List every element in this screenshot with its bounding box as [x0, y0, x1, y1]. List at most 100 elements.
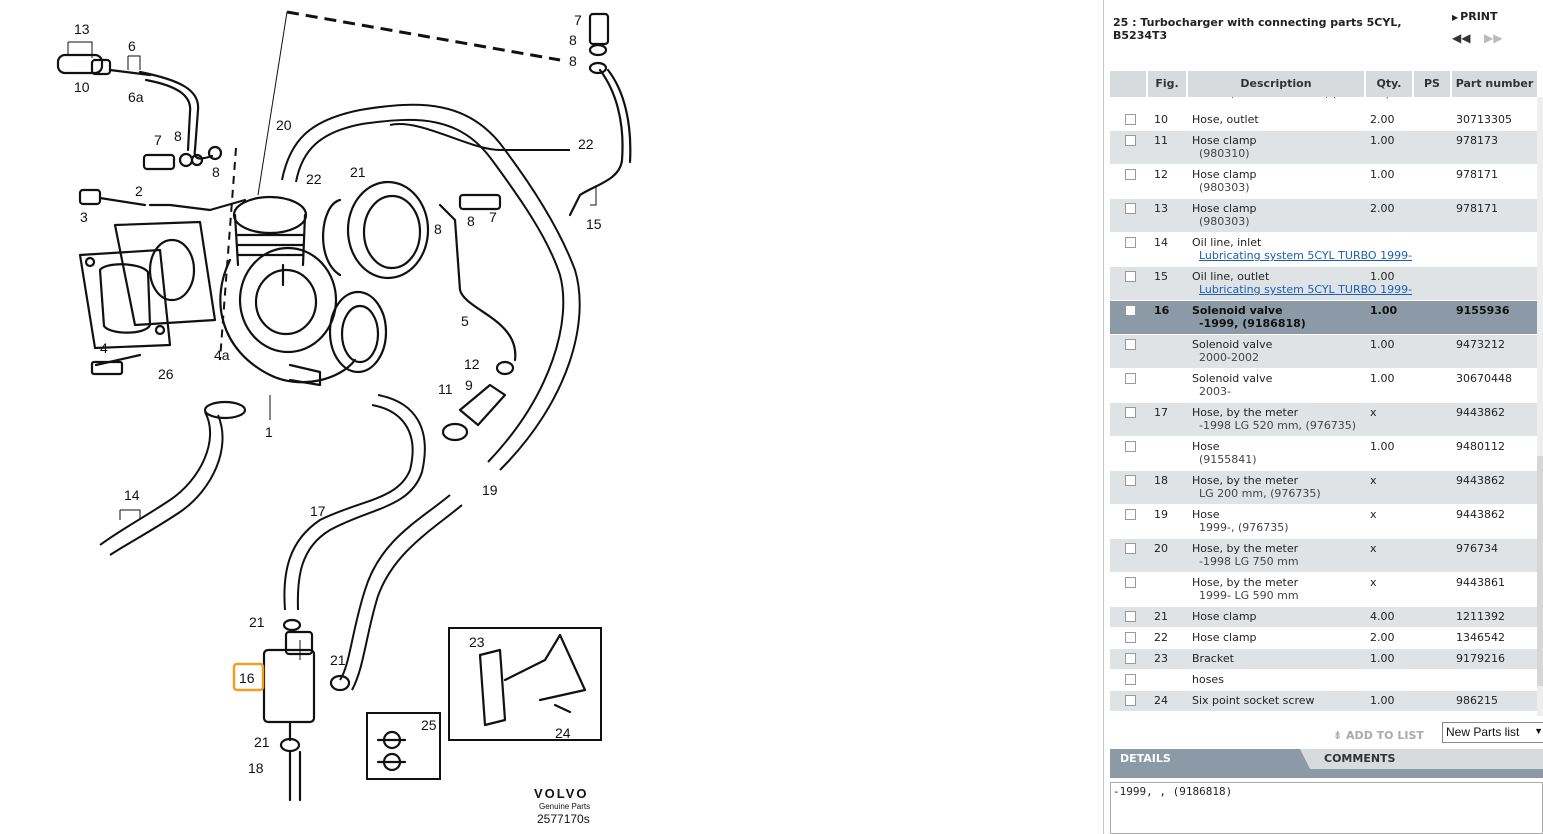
double-left-arrow-icon[interactable]: ◀◀	[1452, 31, 1471, 45]
print-label: PRINT	[1460, 10, 1498, 23]
tab-comments[interactable]: COMMENTS	[1324, 752, 1396, 765]
table-scrollbar[interactable]	[1537, 97, 1543, 716]
row-qty: 2.00	[1370, 113, 1395, 126]
row-part-number: 9443862	[1456, 474, 1505, 487]
parts-table-header: Fig. Description Qty. PS Part number	[1110, 71, 1537, 97]
col-part-number[interactable]: Part number	[1452, 71, 1537, 97]
row-fig: 17	[1154, 406, 1168, 419]
print-button[interactable]: ▶PRINT	[1452, 10, 1498, 23]
tab-details[interactable]: DETAILS	[1110, 749, 1310, 769]
parts-diagram[interactable]: 13 6 10 6a 7 8 8 7 8 8 2 3 20 22 21 22 1…	[0, 0, 1104, 834]
row-qty: x	[1370, 474, 1377, 487]
row-checkbox[interactable]	[1125, 632, 1136, 643]
row-checkbox[interactable]	[1125, 203, 1136, 214]
row-checkbox[interactable]	[1125, 373, 1136, 384]
row-checkbox[interactable]	[1125, 577, 1136, 588]
callout-2: 2	[135, 183, 143, 199]
row-description: Hose, by the meter	[1192, 406, 1299, 419]
row-checkbox[interactable]	[1125, 653, 1136, 664]
row-qty: 1.00	[1370, 372, 1395, 385]
callout-21b: 21	[249, 614, 265, 630]
row-qty: 1.00	[1370, 304, 1398, 317]
col-qty[interactable]: Qty.	[1366, 71, 1414, 97]
col-ps[interactable]: PS	[1414, 71, 1452, 97]
row-qty: x	[1370, 542, 1377, 555]
row-part-number: 30670448	[1456, 372, 1512, 385]
table-row[interactable]: 1999-, ENG - 2548565., (9186145)	[1110, 97, 1537, 110]
row-subtext: (980303)	[1199, 181, 1250, 194]
table-row[interactable]: 25Retainer1.00979912	[1110, 712, 1537, 716]
row-qty: 1.00	[1370, 440, 1395, 453]
row-checkbox[interactable]	[1125, 237, 1136, 248]
col-select	[1110, 71, 1148, 97]
row-fig: 10	[1154, 113, 1168, 126]
callout-22: 22	[306, 171, 322, 187]
col-description[interactable]: Description	[1188, 71, 1366, 97]
row-part-number: 9443862	[1456, 406, 1505, 419]
row-link[interactable]: Lubricating system 5CYL TURBO 1999-	[1199, 283, 1413, 296]
callout-8: 8	[174, 128, 182, 144]
row-checkbox[interactable]	[1125, 441, 1136, 452]
table-row[interactable]: hoses	[1110, 670, 1537, 691]
row-checkbox[interactable]	[1125, 169, 1136, 180]
row-checkbox[interactable]	[1125, 407, 1136, 418]
row-checkbox[interactable]	[1125, 114, 1136, 125]
callout-26: 26	[158, 366, 174, 382]
callout-19: 19	[482, 482, 498, 498]
col-fig[interactable]: Fig.	[1148, 71, 1188, 97]
callout-21: 21	[350, 164, 366, 180]
double-right-arrow-icon[interactable]: ▶▶	[1484, 31, 1503, 45]
detail-tabs: DETAILS COMMENTS	[1110, 749, 1543, 769]
row-checkbox[interactable]	[1125, 339, 1136, 350]
callout-8d: 8	[569, 53, 577, 69]
row-part-number: 9480112	[1456, 440, 1505, 453]
table-scrollbar-thumb[interactable]	[1537, 456, 1543, 686]
parts-list-select[interactable]: New Parts list▼	[1442, 722, 1543, 743]
add-to-list-button[interactable]: ⇟ ADD TO LIST	[1333, 729, 1424, 742]
row-subtext: -1998 LG 750 mm	[1199, 555, 1299, 568]
row-checkbox[interactable]	[1125, 543, 1136, 554]
row-subtext: -1999, (9186818)	[1199, 317, 1306, 330]
row-checkbox[interactable]	[1125, 135, 1136, 146]
row-checkbox[interactable]	[1125, 674, 1136, 685]
row-description: Hose, by the meter	[1192, 542, 1299, 555]
row-description: hoses	[1192, 673, 1224, 686]
row-checkbox[interactable]	[1125, 509, 1136, 520]
parts-panel: 25 : Turbocharger with connecting parts …	[1104, 0, 1543, 834]
parts-table-body[interactable]: 1999-, ENG - 2548565., (9186145)10Hose, …	[1110, 97, 1537, 716]
row-checkbox[interactable]	[1125, 305, 1136, 316]
row-part-number: 978173	[1456, 134, 1498, 147]
row-checkbox[interactable]	[1125, 475, 1136, 486]
row-checkbox[interactable]	[1125, 271, 1136, 282]
details-content: -1999, , (9186818)	[1110, 782, 1543, 834]
row-description: Hose clamp	[1192, 134, 1257, 147]
row-checkbox[interactable]	[1125, 695, 1136, 706]
add-to-list-label: ADD TO LIST	[1346, 729, 1424, 742]
row-fig: 13	[1154, 202, 1168, 215]
row-qty: 1.00	[1370, 338, 1395, 351]
row-link[interactable]: Lubricating system 5CYL TURBO 1999-	[1199, 249, 1413, 262]
row-checkbox[interactable]	[1125, 611, 1136, 622]
callout-labels: 13 6 10 6a 7 8 8 7 8 8 2 3 20 22 21 22 1…	[74, 12, 602, 776]
row-subtext: 2000-2002	[1199, 351, 1259, 364]
row-fig: 16	[1154, 304, 1170, 317]
